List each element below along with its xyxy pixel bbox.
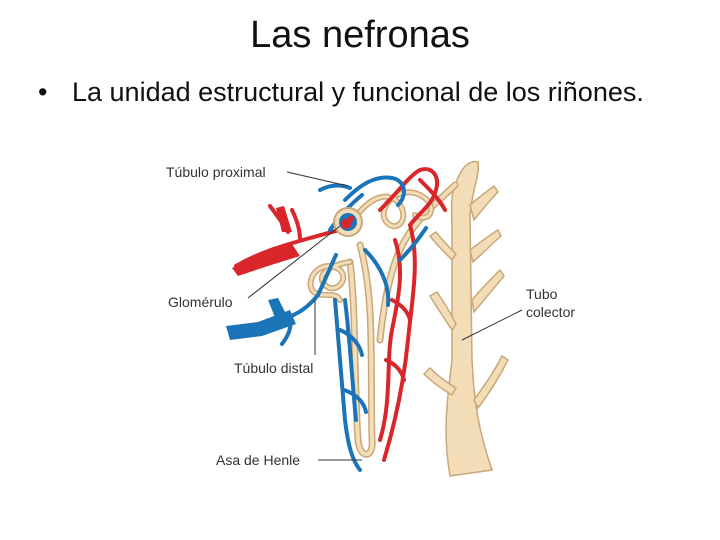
artery-branch bbox=[276, 206, 292, 232]
label-tubo-colector-line1: Tubo bbox=[526, 286, 558, 302]
bullet-text: La unidad estructural y funcional de los… bbox=[72, 77, 644, 107]
label-tubo-colector-line2: colector bbox=[526, 304, 576, 320]
label-tubulo-distal: Túbulo distal bbox=[234, 360, 314, 376]
leader-lines bbox=[247, 171, 523, 461]
label-glomerulo: Glomérulo bbox=[168, 294, 233, 310]
vein-branch bbox=[268, 298, 288, 320]
afferent-arteriole bbox=[232, 244, 300, 276]
page-title: Las nefronas bbox=[250, 14, 470, 56]
label-asa-henle: Asa de Henle bbox=[216, 452, 301, 468]
label-tubulo-proximal: Túbulo proximal bbox=[166, 164, 266, 180]
bullet-point: • La unidad estructural y funcional de l… bbox=[38, 74, 658, 110]
glomerulus bbox=[333, 207, 363, 237]
collecting-duct bbox=[422, 160, 509, 477]
bullet-dot-icon: • bbox=[38, 77, 48, 107]
venous-vessels bbox=[234, 175, 428, 472]
